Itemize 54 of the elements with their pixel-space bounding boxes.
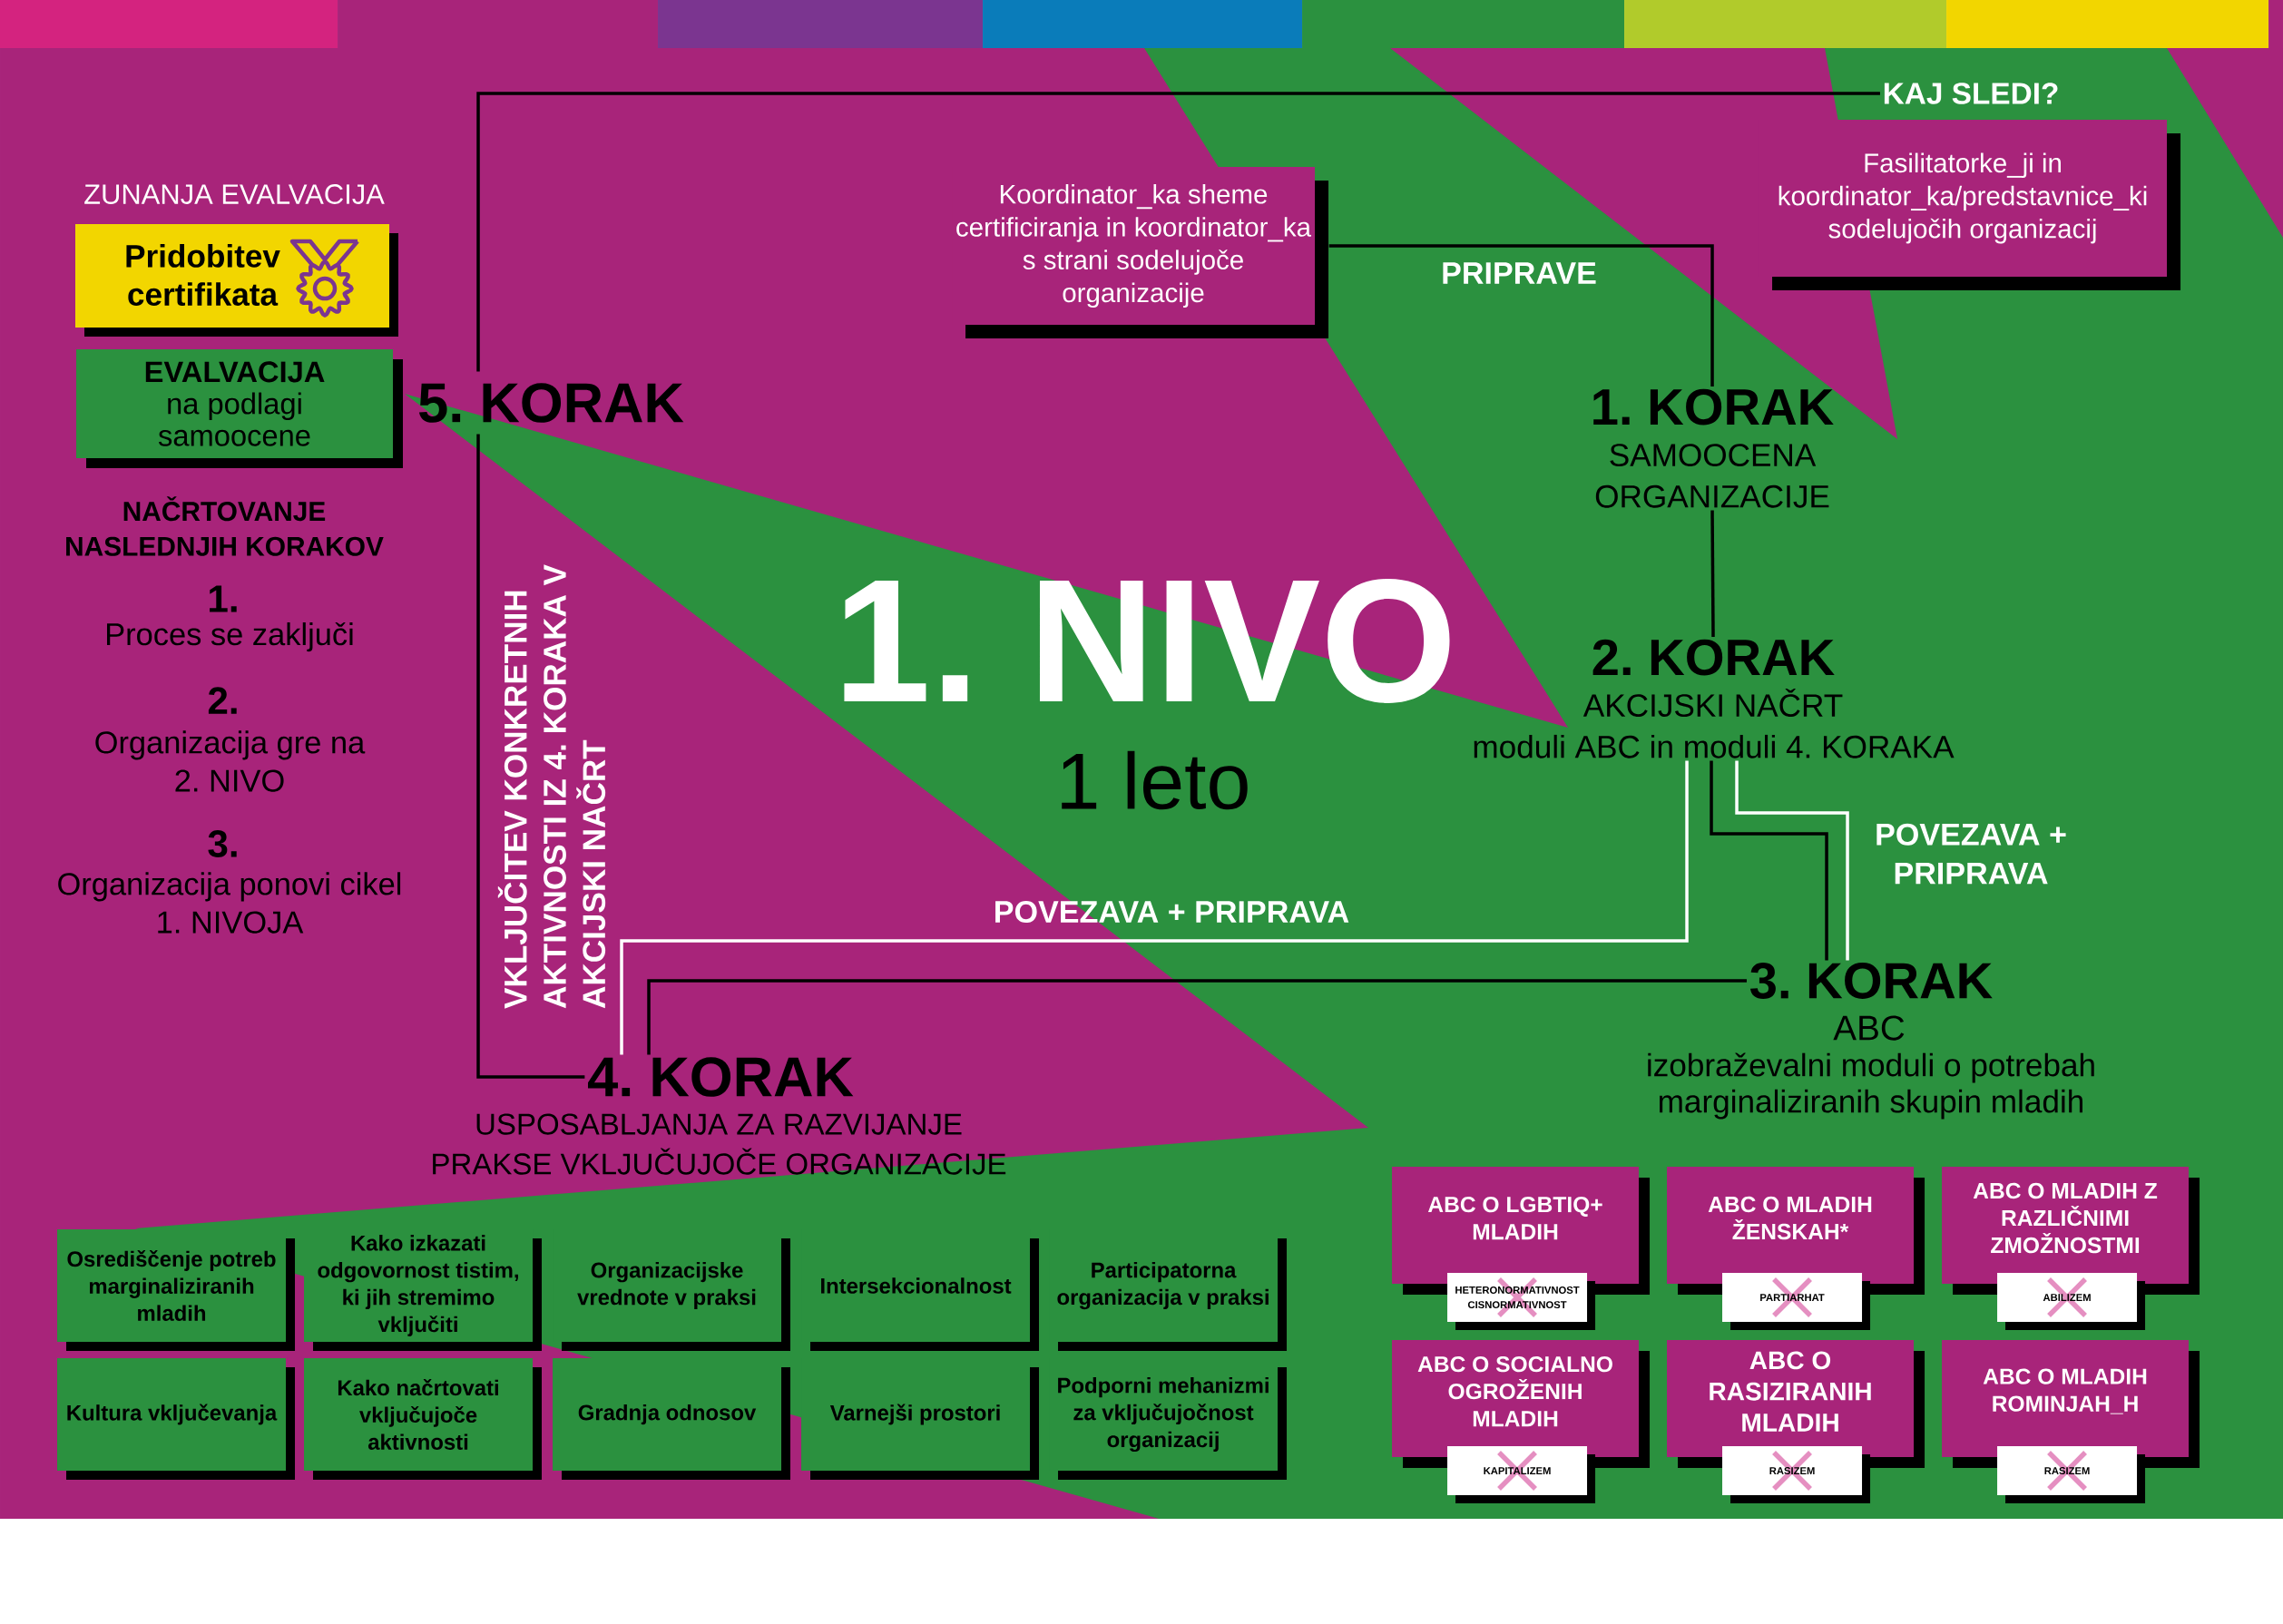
tag-label: PARTIARHAT — [1722, 1273, 1871, 1331]
connector-line — [1328, 244, 1714, 386]
module-box: Varnejši prostori — [801, 1358, 1039, 1481]
connector-line — [1735, 760, 1849, 961]
list-text: Organizacija ponovi cikel 1. NIVOJA — [58, 872, 401, 934]
section-heading: KAJ SLEDI? — [1884, 83, 2058, 104]
node-label: Kako izkazati odgovornost tistim, ki jih stremimo vključiti — [318, 1235, 518, 1336]
module-box: Kako izkazati odgovornost tistim, ki jih stremimo vključiti — [304, 1229, 542, 1352]
heading-text: NAČRTOVANJE NASLEDNJIH KORAKOV — [66, 496, 384, 556]
module-box: Gradnja odnosov — [553, 1358, 790, 1481]
tag-label: RASIZEM — [1997, 1446, 2146, 1504]
certificate-box: Pridobitev certifikata — [75, 224, 398, 337]
node-label: Osrediščenje potreb marginaliziranih mladih — [67, 1250, 276, 1321]
list-number: 3. — [208, 830, 237, 857]
text-box: Koordinator_ka sheme certificiranja in koordinator_ka s strani sodelujoče organizacije — [952, 167, 1329, 338]
node-label: Podporni mehanizmi za vključujočnost organizacij — [1058, 1376, 1269, 1453]
subtitle: 1 leto — [1062, 750, 1248, 810]
step-description: ABC — [1833, 1015, 1905, 1041]
tag-label: HETERONORMATIVNOST CISNORMATIVNOST — [1447, 1273, 1596, 1331]
tag-label: RASIZEM — [1722, 1446, 1871, 1504]
list-number: 2. — [208, 687, 237, 714]
module-box: Kako načrtovati vključujoče aktivnosti — [304, 1358, 542, 1481]
edge-label: VKLJUČITEV KONKRETNIH AKTIVNOSTI IZ 4. KORAKA V AKCIJSKI NAČRT — [497, 564, 606, 1009]
step-heading: 3. KORAK — [1749, 963, 1993, 999]
module-box: Osrediščenje potreb marginaliziranih mladih — [57, 1229, 295, 1352]
connector-line — [1710, 760, 1828, 961]
text-box: EVALVACIJA na podlagi samoocene — [76, 349, 403, 468]
step-heading: 4. KORAK — [588, 1057, 854, 1097]
step-description: izobraževalni moduli o potrebah marginaliziranih skupin mladih — [1648, 1052, 2094, 1120]
module-box: Kultura vključevanja — [57, 1358, 295, 1481]
node-label: Participatorna organizacija v praksi — [1057, 1261, 1269, 1310]
node-label: Gradnja odnosov — [578, 1404, 757, 1425]
edge-label: PRIPRAVE — [1443, 262, 1596, 284]
module-box: Intersekcionalnost — [801, 1229, 1039, 1352]
module-box: Participatorna organizacija v praksi — [1049, 1229, 1287, 1352]
tag-label: KAPITALIZEM — [1447, 1446, 1596, 1504]
edge-label: POVEZAVA + PRIPRAVA — [1876, 823, 2066, 885]
text-box: Fasilitatorke_ji in koordinator_ka/predstavnice_ki sodelujočih organizacij — [1759, 120, 2181, 290]
connector-line — [620, 760, 1689, 1055]
step-label: 1. KORAK SAMOOCENA ORGANIZACIJE — [1593, 388, 1834, 508]
step-label: 2. KORAK AKCIJSKI NAČRT moduli ABC in moduli 4. KORAKA — [1474, 639, 1955, 758]
connector-line — [1710, 510, 1715, 638]
node-label: Intersekcionalnost — [821, 1277, 1012, 1294]
connector-line — [476, 92, 1880, 372]
module-box: Podporni mehanizmi za vključujočnost organizacij — [1049, 1358, 1287, 1481]
connector-line — [647, 979, 1747, 1055]
heading-text: ZUNANJA EVALVACIJA — [84, 184, 385, 204]
tag-label: ABILIZEM — [1997, 1273, 2146, 1331]
node-label: Organizacijske vrednote v praksi — [577, 1261, 756, 1310]
list-text: Organizacija gre na 2. NIVO — [95, 730, 366, 792]
list-number: 1. — [210, 585, 237, 612]
module-box: Organizacijske vrednote v praksi — [553, 1229, 790, 1352]
node-label: Varnejši prostori — [829, 1404, 1000, 1425]
list-text: Proces se zaključi — [107, 621, 353, 652]
